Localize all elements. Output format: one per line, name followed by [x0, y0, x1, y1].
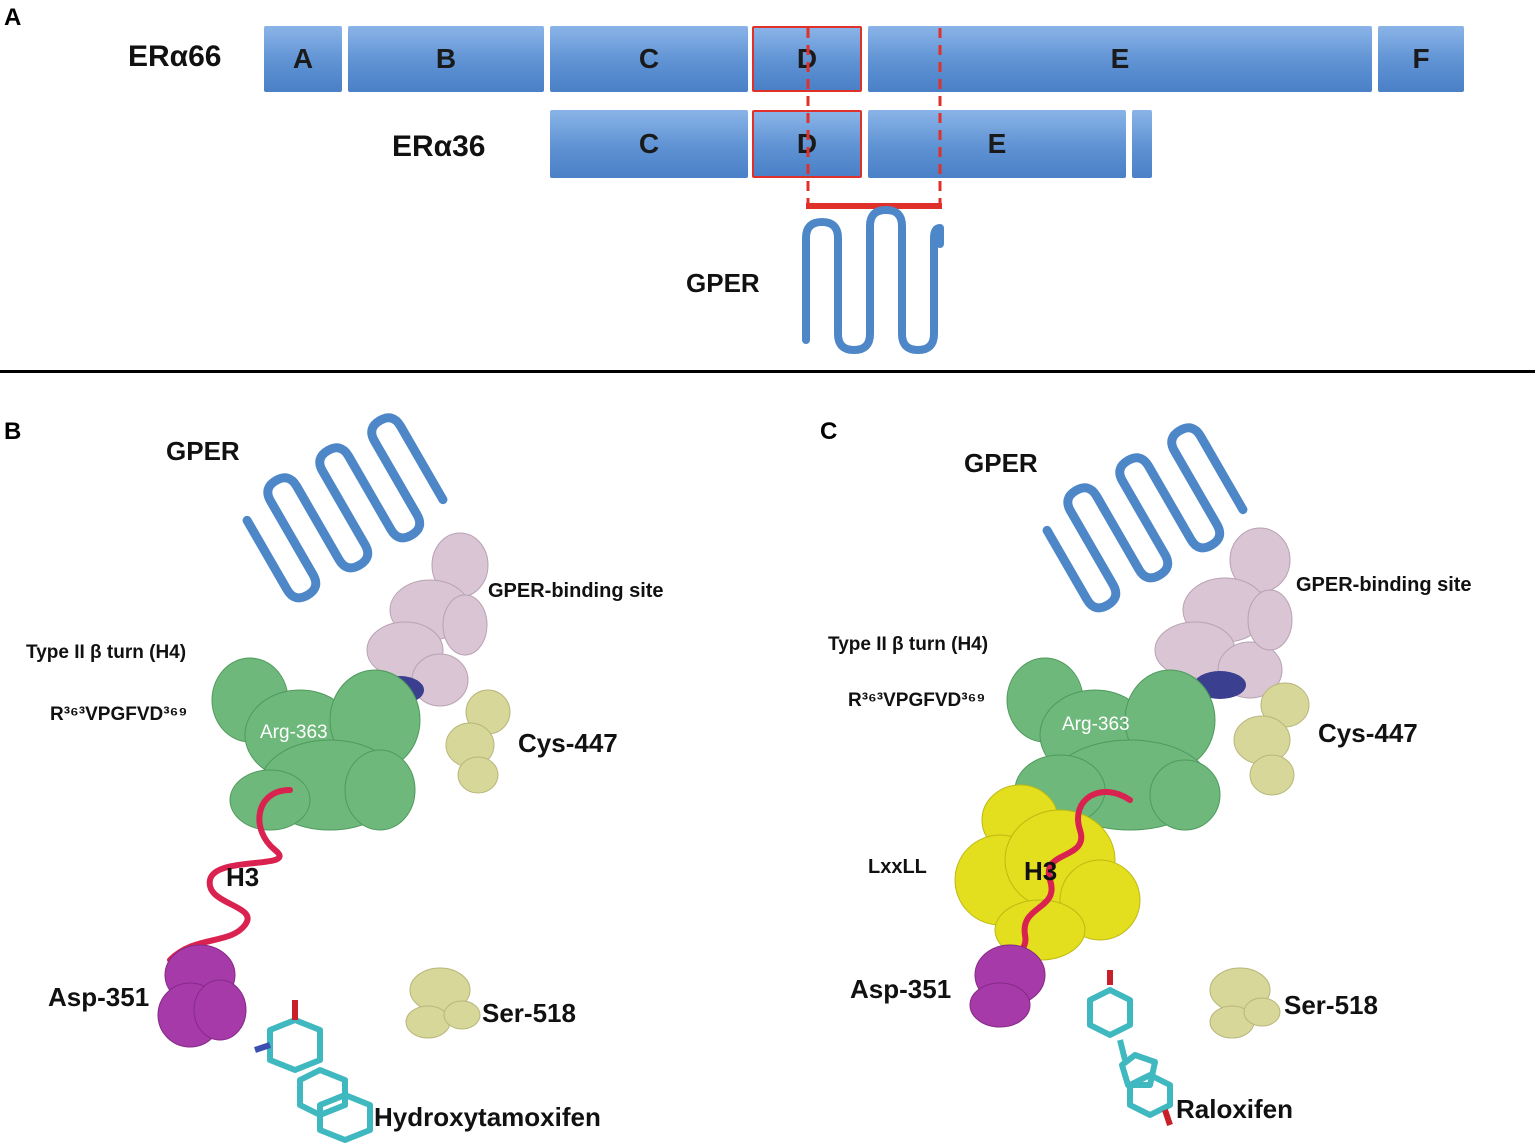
panel-c-gper-binding-surface: [1154, 527, 1293, 699]
panel-c-gper-coil-icon: [1042, 423, 1248, 613]
panel-c-ser518-surface: [1209, 967, 1281, 1039]
panel-c-cys447-label: Cys-447: [1318, 718, 1418, 748]
gper-interaction-region: [806, 28, 942, 209]
panel-divider: [0, 370, 1535, 373]
era66-label: ERα66: [128, 40, 222, 73]
panel-c-type2-turn-label: Type II β turn (H4): [828, 634, 989, 655]
panel-c-raloxifen-label: Raloxifen: [1176, 1094, 1294, 1124]
panel-c-raloxifen-molecule: [1087, 970, 1173, 1126]
panel-b-hydroxytamoxifen-label: Hydroxytamoxifen: [374, 1102, 601, 1132]
panel-b-type2-turn-label: Type II β turn (H4): [26, 642, 187, 663]
panel-b-asp351-label: Asp-351: [48, 982, 150, 1012]
panel-b-gper-binding-site-label: GPER-binding site: [488, 580, 664, 602]
panel-b-cys447-label: Cys-447: [518, 728, 618, 758]
era66-domain-f: F: [1378, 26, 1464, 92]
era36-domain-e: E: [868, 110, 1126, 178]
panel-b-h3-label: H3: [226, 862, 260, 892]
panel-b-ser518-surface: [405, 967, 481, 1039]
panel-c-gper-binding-site-label: GPER-binding site: [1296, 574, 1472, 596]
panel-c-cys447-surface: [1233, 682, 1310, 796]
gper-coil-icon: [802, 206, 944, 354]
panel-c-lxxll-surface: [954, 784, 1141, 961]
panel-b-ser518-label: Ser-518: [482, 998, 576, 1028]
panel-a-letter: A: [4, 4, 22, 31]
panel-c-asp351-surface: [969, 944, 1046, 1028]
panel-b-cys447-surface: [445, 689, 511, 794]
panel-b-motif-label: R³⁶³VPGFVD³⁶⁹: [50, 704, 188, 725]
panel-b-h3-helix: [167, 787, 293, 963]
era36-label: ERα36: [392, 130, 486, 163]
panel-c-arg363-label: Arg-363: [1062, 714, 1130, 735]
panel-c-ser518-label: Ser-518: [1284, 990, 1378, 1020]
panel-c-h3-label: H3: [1024, 856, 1058, 886]
era66-domain-e: E: [868, 26, 1372, 92]
panel-b-asp351-surface: [157, 944, 247, 1048]
panel-c-asp351-label: Asp-351: [850, 974, 952, 1004]
panel-b-h4-surface: [211, 657, 421, 831]
panel-c-lxxll-label: LxxLL: [868, 856, 927, 878]
panel-a-gper-label: GPER: [686, 268, 760, 298]
panel-b-gper-label: GPER: [166, 436, 240, 466]
panel-c-h4-surface: [1006, 657, 1221, 831]
panel-b-arg363-label: Arg-363: [260, 722, 328, 743]
era36-domain-tail: [1132, 110, 1152, 178]
era66-domain-a: A: [264, 26, 342, 92]
panel-c-letter: C: [820, 418, 838, 445]
era36-domain-c: C: [550, 110, 748, 178]
panel-b-hydroxytamoxifen-molecule: [254, 1000, 373, 1143]
panel-b-gper-coil-icon: [242, 413, 448, 603]
era66-domain-c: C: [550, 26, 748, 92]
panel-b-letter: B: [4, 418, 22, 445]
panel-c-gper-label: GPER: [964, 448, 1038, 478]
era66-domain-b: B: [348, 26, 544, 92]
panel-c-motif-label: R³⁶³VPGFVD³⁶⁹: [848, 690, 986, 711]
panel-b-gper-binding-surface: [366, 532, 489, 707]
